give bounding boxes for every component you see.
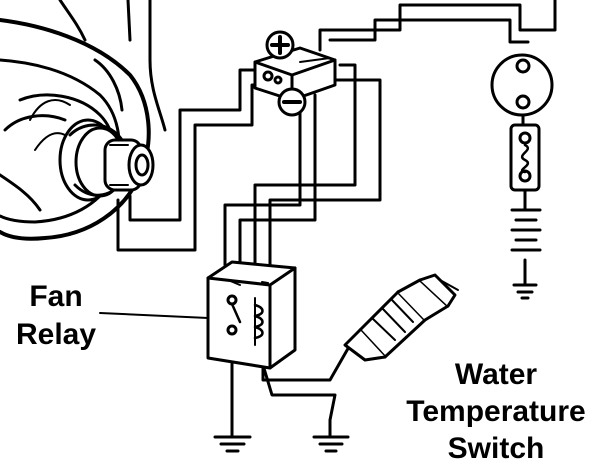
fan-relay-label-line1: Fan (29, 280, 83, 313)
fan-relay-label-line2: Relay (15, 318, 97, 351)
fan-relay-leader-line (99, 312, 209, 319)
fan-motor (0, 0, 167, 241)
water-temperature-switch-label: Water Temperature Switch (388, 360, 604, 460)
positive-terminal-icon (265, 30, 295, 60)
wiring-harness (116, 0, 557, 439)
negative-terminal-icon (277, 87, 307, 117)
battery-symbol (510, 188, 542, 300)
wts-label-line1: Water (454, 358, 538, 391)
fuse-holder (490, 53, 554, 192)
relay-ground-symbol (213, 435, 252, 453)
fan-relay-label: Fan Relay (4, 282, 108, 358)
wts-label-line2: Temperature (406, 395, 586, 428)
connector-plug (253, 46, 337, 102)
water-temp-switch-sensor (343, 273, 459, 362)
wts-label-line3: Switch (447, 432, 545, 460)
switch-ground-symbol (312, 435, 350, 453)
fan-relay-box (206, 260, 297, 370)
